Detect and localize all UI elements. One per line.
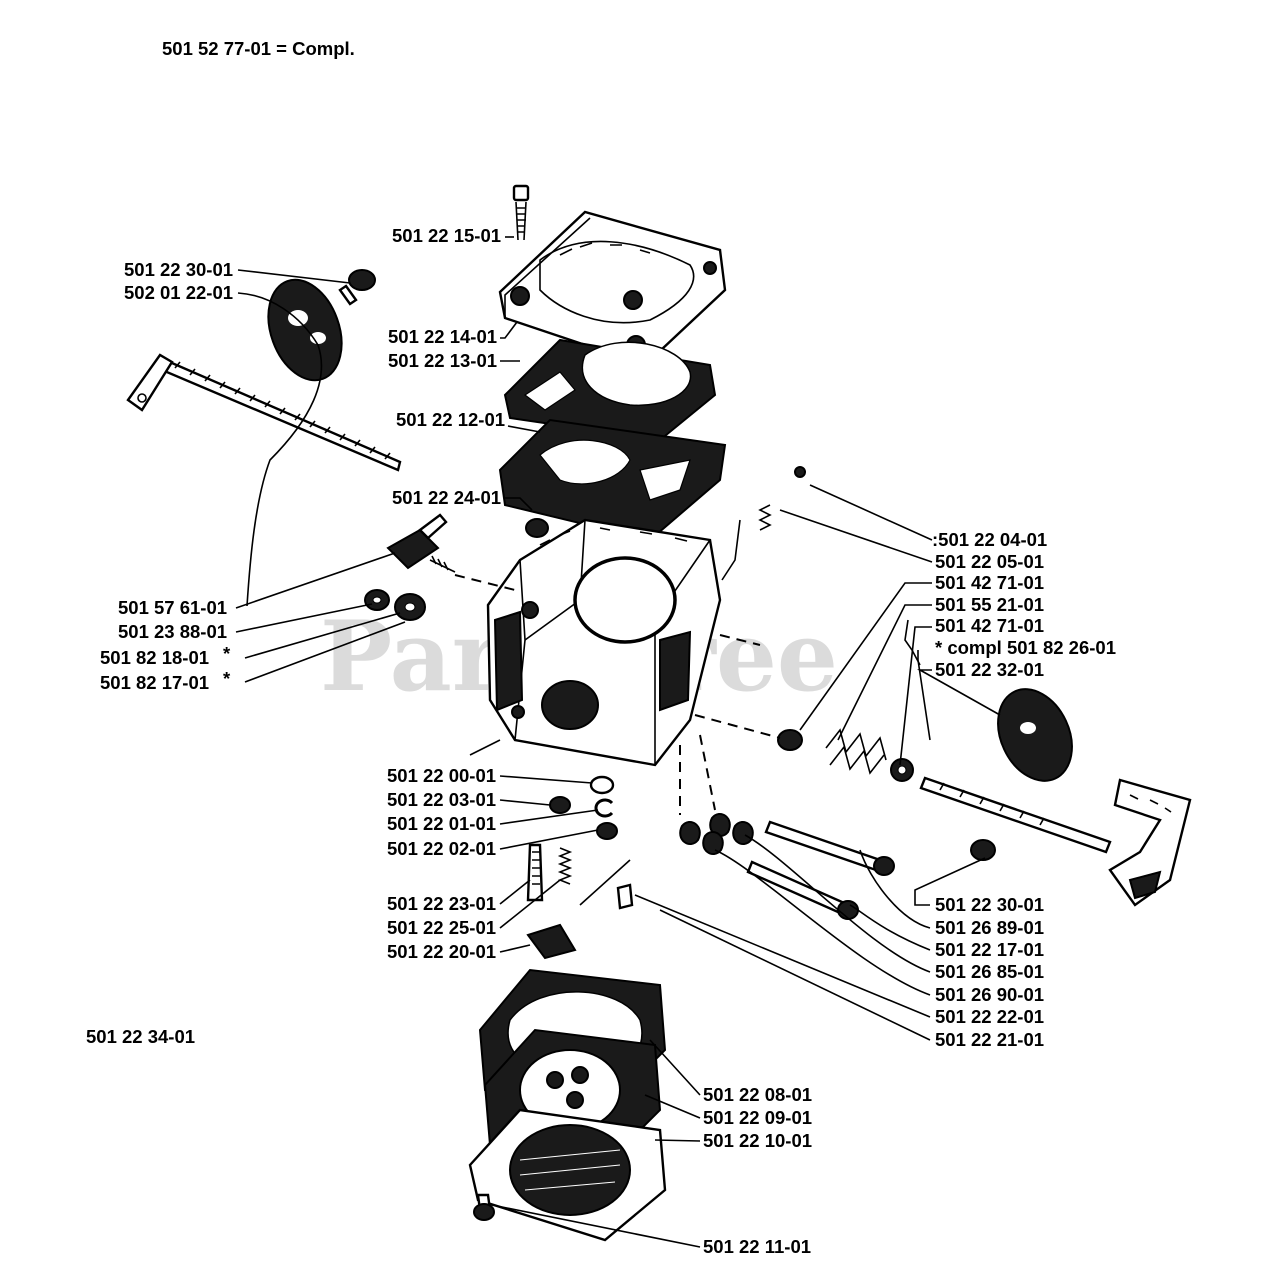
throttle-shaft-icon bbox=[126, 353, 402, 472]
label-502012201: 502 01 22-01 bbox=[124, 282, 233, 303]
label-501220101: 501 22 01-01 bbox=[387, 813, 496, 834]
plug-icon bbox=[549, 796, 571, 814]
metering-lever-icon bbox=[526, 859, 634, 960]
label-501220801: 501 22 08-01 bbox=[703, 1084, 812, 1105]
choke-screw-icon bbox=[970, 839, 996, 861]
pump-gasket-icon bbox=[498, 418, 727, 542]
label-501221001: 501 22 10-01 bbox=[703, 1130, 812, 1151]
asterisk-501821701: * bbox=[223, 668, 231, 689]
metering-cover-screw-icon bbox=[473, 1193, 495, 1221]
label-501222401: 501 22 24-01 bbox=[392, 487, 501, 508]
label-501222301: 501 22 23-01 bbox=[387, 893, 496, 914]
diagram-number: 501 22 34-01 bbox=[86, 1026, 195, 1047]
label-501221101: 501 22 11-01 bbox=[703, 1236, 811, 1257]
label-501821801: 501 82 18-01 bbox=[100, 647, 209, 668]
pump-diaphragm-icon bbox=[503, 338, 717, 442]
label-501221701: 501 22 17-01 bbox=[935, 939, 1044, 960]
label-501268901: 501 26 89-01 bbox=[935, 917, 1044, 938]
label-501821701: 501 82 17-01 bbox=[100, 672, 209, 693]
label-501220201: 501 22 02-01 bbox=[387, 838, 496, 859]
metering-cover-icon bbox=[468, 1108, 667, 1242]
leader-lines bbox=[235, 236, 1001, 1248]
label-501221501: 501 22 15-01 bbox=[392, 225, 501, 246]
label-501223001-right: 501 22 30-01 bbox=[935, 894, 1044, 915]
choke-shaft-icon bbox=[919, 776, 1112, 854]
label-501221201: 501 22 12-01 bbox=[396, 409, 505, 430]
cap-icon bbox=[596, 822, 618, 840]
label-501576101: 501 57 61-01 bbox=[118, 597, 227, 618]
pump-cover-icon bbox=[498, 210, 727, 367]
label-501220001: 501 22 00-01 bbox=[387, 765, 496, 786]
label-501427101-b: 501 42 71-01 bbox=[935, 615, 1044, 636]
label-compl-501822601: * compl 501 82 26-01 bbox=[935, 637, 1116, 658]
label-501222101: 501 22 21-01 bbox=[935, 1029, 1044, 1050]
high-speed-needle-icon bbox=[764, 820, 895, 876]
carburetor-body-icon bbox=[469, 518, 722, 767]
label-501220501: 501 22 05-01 bbox=[935, 551, 1044, 572]
top-cover-screw-icon bbox=[512, 184, 530, 241]
choke-valve-icon bbox=[997, 688, 1073, 782]
metering-spring-icon bbox=[557, 847, 573, 885]
detent-spring-icon bbox=[758, 466, 806, 751]
part-labels: 501 22 15-01 501 22 30-01 502 01 22-01 5… bbox=[100, 225, 1116, 1257]
label-501427101-a: 501 42 71-01 bbox=[935, 572, 1044, 593]
label-501222501: 501 22 25-01 bbox=[387, 917, 496, 938]
washer-small-icon bbox=[364, 589, 390, 611]
inlet-needle-icon bbox=[526, 843, 544, 902]
low-speed-needle-icon bbox=[746, 860, 859, 920]
label-501269001: 501 26 90-01 bbox=[935, 984, 1044, 1005]
label-501223201: 501 22 32-01 bbox=[935, 659, 1044, 680]
label-501552101: 501 55 21-01 bbox=[935, 594, 1044, 615]
choke-spring-icon bbox=[825, 728, 887, 775]
label-501223001-top: 501 22 30-01 bbox=[124, 259, 233, 280]
choke-lever-icon bbox=[1108, 778, 1192, 907]
complete-assembly-label: 501 52 77-01 = Compl. bbox=[162, 38, 355, 59]
o-ring-icon bbox=[589, 775, 615, 795]
asterisk-501821801: * bbox=[223, 643, 231, 664]
label-501221401: 501 22 14-01 bbox=[388, 326, 497, 347]
label-501220301: 501 22 03-01 bbox=[387, 789, 496, 810]
washer-large-icon bbox=[394, 593, 426, 621]
assembly-axes bbox=[454, 519, 921, 815]
label-501222201: 501 22 22-01 bbox=[935, 1006, 1044, 1027]
fuel-fitting-icon bbox=[386, 513, 456, 573]
label-501268501: 501 26 85-01 bbox=[935, 961, 1044, 982]
label-501220901: 501 22 09-01 bbox=[703, 1107, 812, 1128]
mixture-springs-icon bbox=[679, 813, 754, 855]
label-501221301: 501 22 13-01 bbox=[388, 350, 497, 371]
label-501238801: 501 23 88-01 bbox=[118, 621, 227, 642]
welch-plug-icon bbox=[525, 518, 549, 538]
choke-washer-icon bbox=[890, 758, 914, 782]
label-501220401: :501 22 04-01 bbox=[932, 529, 1047, 550]
retaining-ring-icon bbox=[594, 798, 614, 818]
throttle-valve-icon bbox=[267, 278, 343, 382]
label-501222001: 501 22 20-01 bbox=[387, 941, 496, 962]
throttle-screw-icon bbox=[338, 269, 376, 306]
